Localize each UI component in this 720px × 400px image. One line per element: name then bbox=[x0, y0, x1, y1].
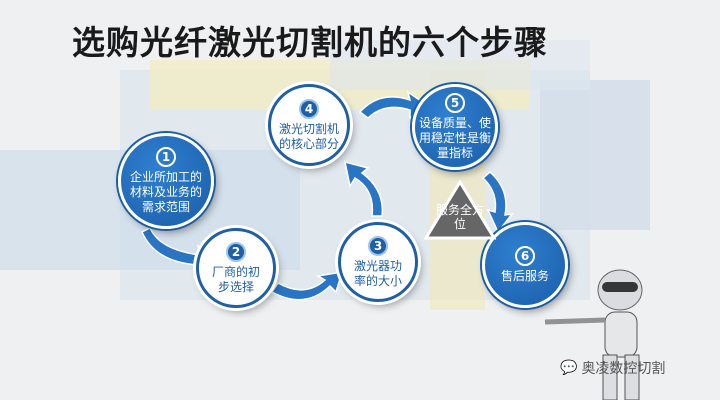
step-number: 4 bbox=[299, 98, 319, 119]
arrow-2-3 bbox=[270, 271, 344, 301]
step-text: 设备质量、使用稳定性是衡量指标 bbox=[418, 116, 491, 160]
watermark: 💬奥凌数控切割 bbox=[560, 358, 665, 378]
robot-illustration bbox=[544, 269, 643, 400]
step-2: 2 厂商的初步选择 bbox=[196, 228, 276, 308]
watermark-text: 奥凌数控切割 bbox=[581, 361, 666, 377]
step-6: 6 售后服务 bbox=[482, 222, 568, 308]
step-number: 6 bbox=[515, 246, 535, 266]
step-number: 2 bbox=[226, 241, 246, 262]
step-text: 激光切割机的核心部分 bbox=[278, 121, 339, 151]
step-1: 1 企业所加工的材料及业务的需求范围 bbox=[118, 133, 214, 229]
arrow-5-6 bbox=[481, 171, 514, 234]
step-text: 厂商的初步选择 bbox=[211, 264, 260, 294]
step-number: 5 bbox=[445, 93, 465, 113]
page-title: 选购光纤激光切割机的六个步骤 bbox=[72, 23, 548, 62]
center-label: 服务全方位 bbox=[436, 203, 485, 231]
flow-arrows bbox=[141, 90, 514, 301]
wechat-icon: 💬 bbox=[560, 360, 578, 376]
step-text: 激光器功率的大小 bbox=[353, 258, 402, 288]
center-triangle bbox=[424, 180, 496, 240]
step-text: 售后服务 bbox=[500, 269, 549, 283]
step-3: 3 激光器功率的大小 bbox=[338, 222, 418, 302]
step-5: 5 设备质量、使用稳定性是衡量指标 bbox=[412, 84, 498, 170]
step-text: 企业所加工的材料及业务的需求范围 bbox=[129, 170, 202, 214]
step-4: 4 激光切割机的核心部分 bbox=[268, 84, 350, 166]
step-number: 1 bbox=[156, 147, 176, 167]
step-number: 3 bbox=[368, 235, 388, 256]
arrow-3-4 bbox=[344, 160, 384, 217]
